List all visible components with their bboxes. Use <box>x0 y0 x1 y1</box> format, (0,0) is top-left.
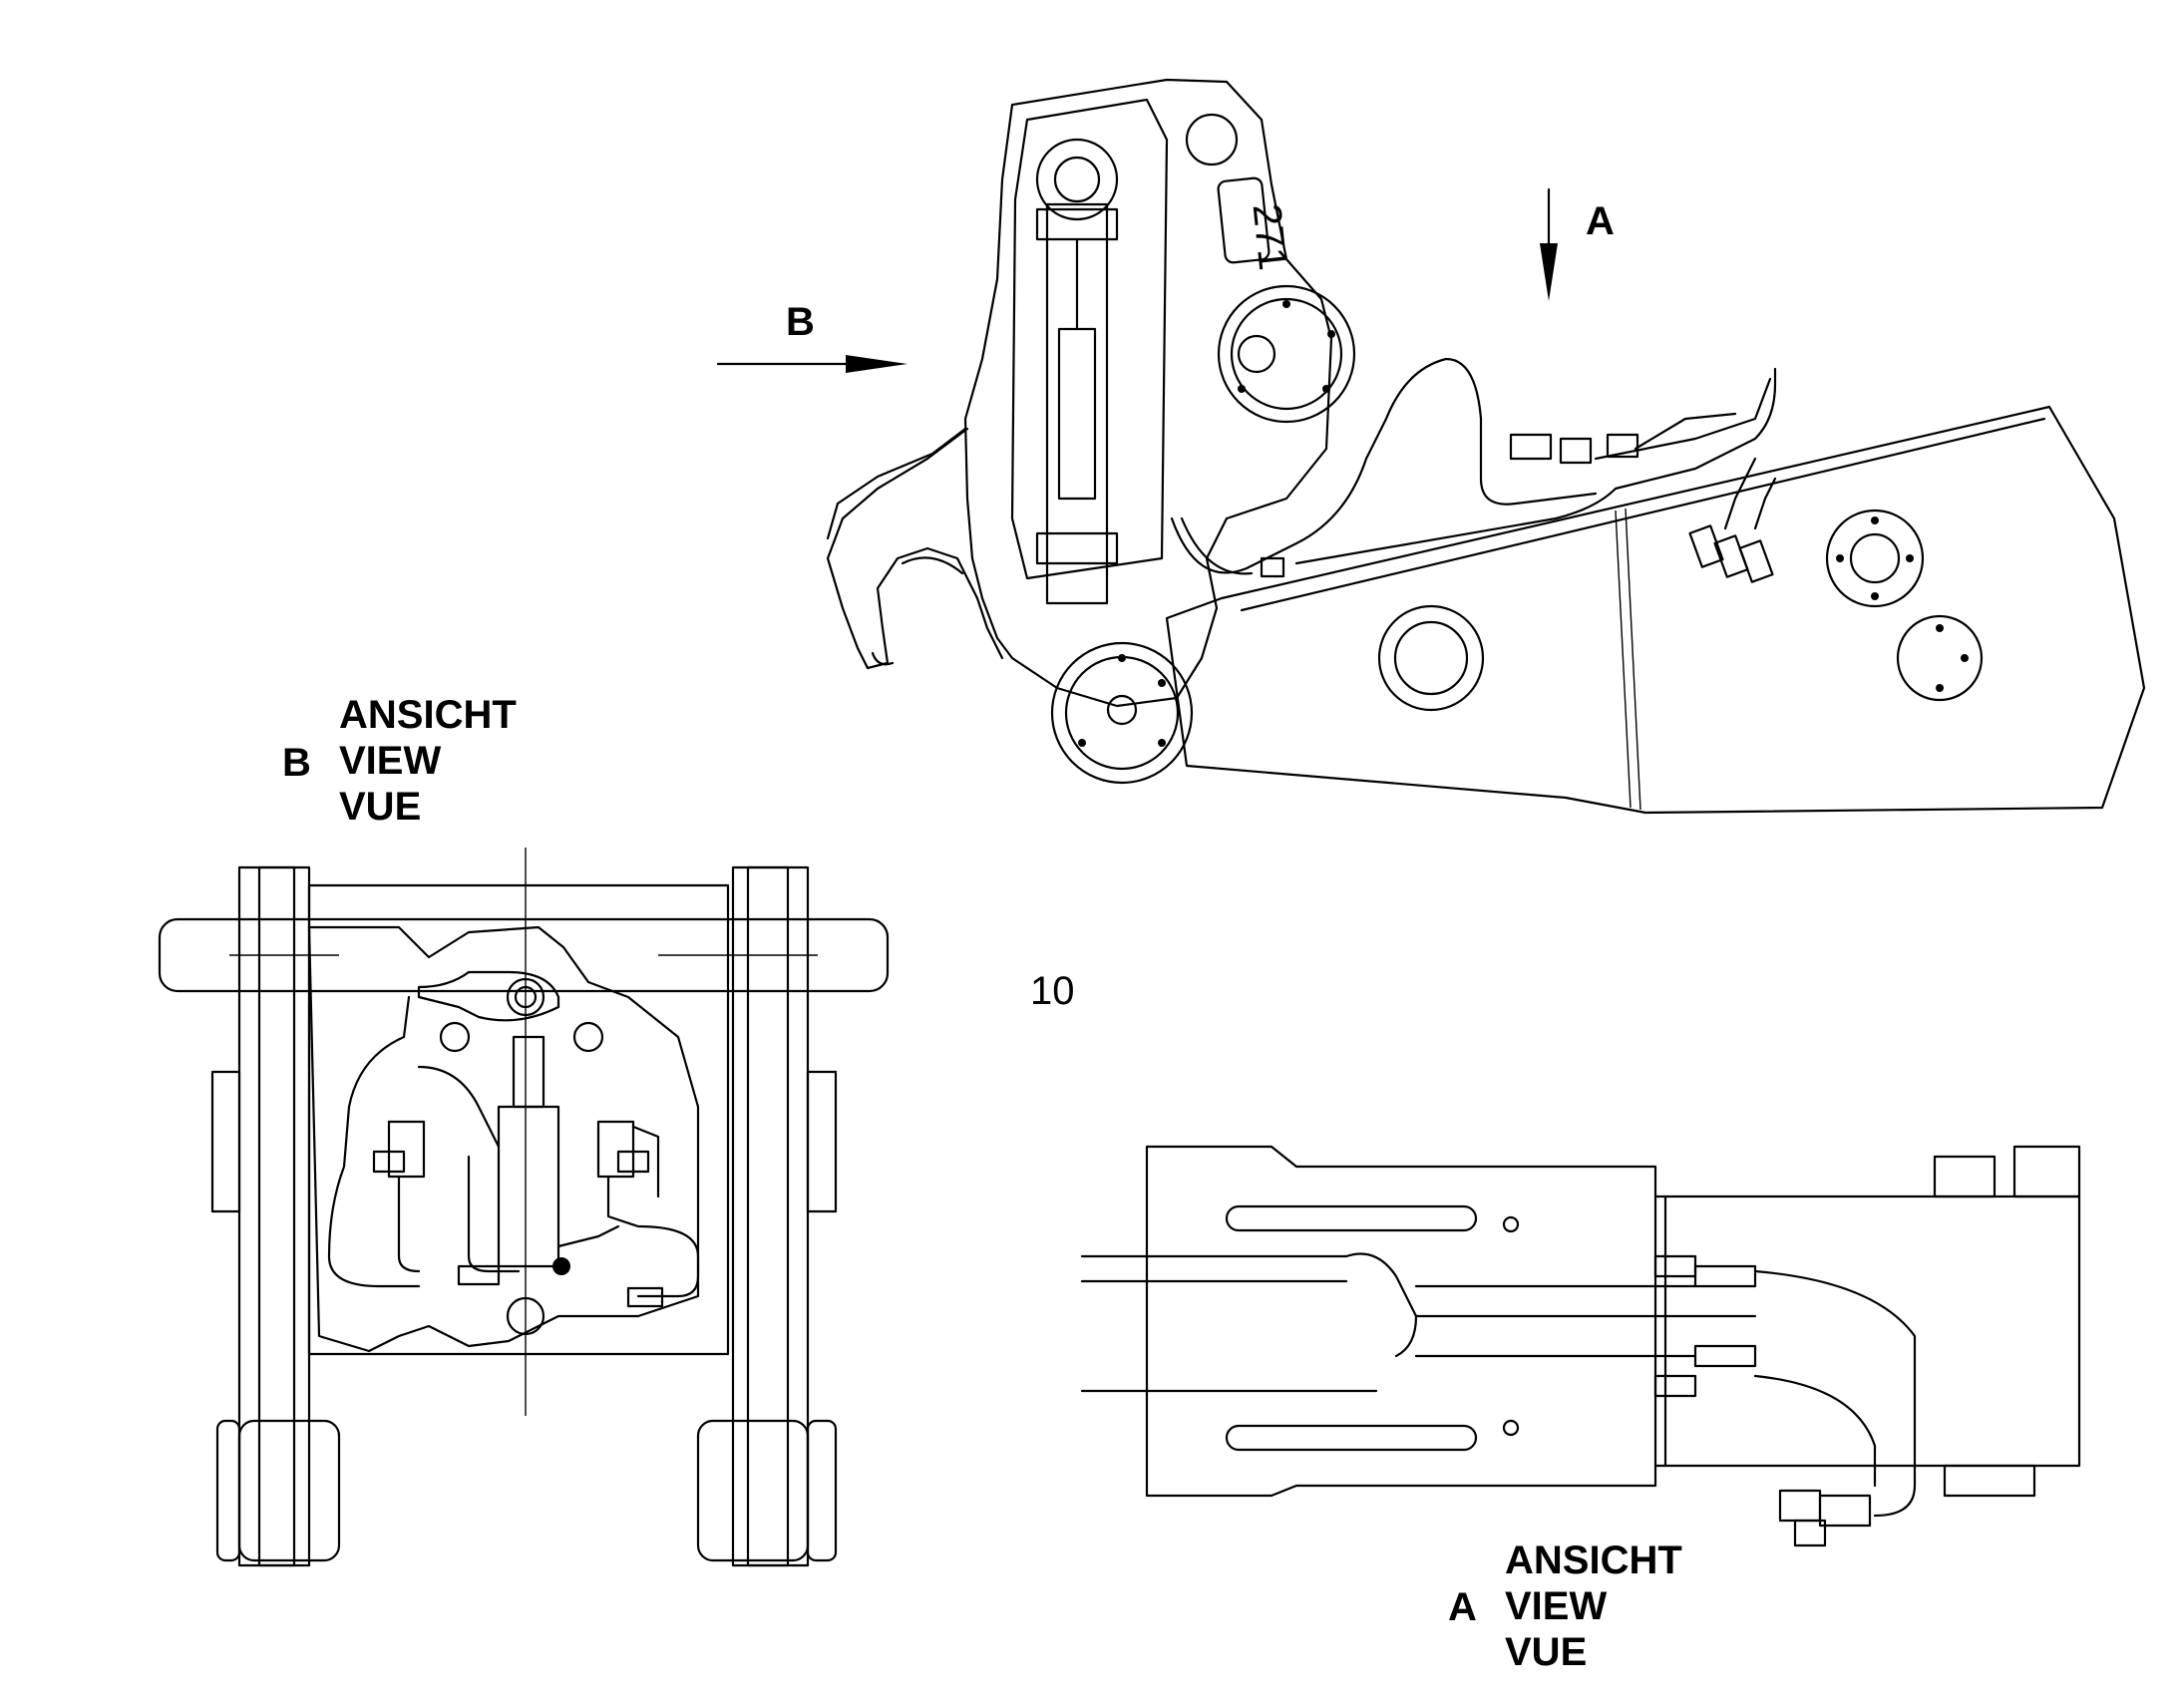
view-a-letter: A <box>1448 1585 1477 1629</box>
view-a-line3: VUE <box>1505 1630 1587 1674</box>
view-b-line3: VUE <box>339 785 421 829</box>
view-b-letter: B <box>282 741 311 785</box>
view-b-caption: B ANSICHT VIEW VUE <box>282 693 517 829</box>
view-a-line2: VIEW <box>1505 1584 1607 1628</box>
view-a-line1: ANSICHT <box>1505 1538 1682 1582</box>
view-arrow-b: B <box>716 300 908 373</box>
view-b-line1: ANSICHT <box>339 693 517 737</box>
view-a-caption: A ANSICHT VIEW VUE <box>1448 1538 1682 1674</box>
view-marker-a: A <box>1586 199 1615 243</box>
view-b-drawing <box>158 848 890 1567</box>
item-number: 10 <box>1030 969 1075 1013</box>
view-a-drawing <box>1080 1145 2081 1547</box>
part-stamp: 271 <box>1245 201 1295 272</box>
view-marker-b: B <box>786 300 815 344</box>
main-assembly-view: 271 <box>826 78 2146 815</box>
view-arrow-a: A <box>1540 187 1615 301</box>
view-b-line2: VIEW <box>339 739 441 783</box>
